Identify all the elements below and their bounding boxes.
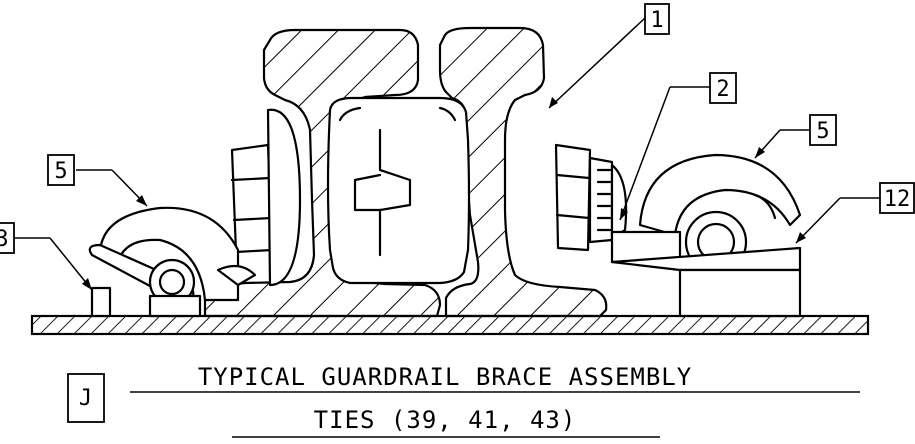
tie-base (30, 314, 870, 336)
callout-12-label: 12 (884, 187, 911, 212)
callout-12: 12 (795, 182, 915, 244)
callout-2: 2 (619, 72, 737, 221)
left-clip (88, 206, 257, 318)
title-line-1: TYPICAL GUARDRAIL BRACE ASSEMBLY (198, 363, 692, 391)
callout-1: 1 (548, 3, 670, 109)
detail-letter-box (67, 373, 105, 423)
callout-5-right-label: 5 (816, 119, 829, 144)
callout-1-label: 1 (650, 8, 663, 33)
callout-2-label: 2 (716, 77, 729, 102)
spacer-block (326, 96, 471, 285)
title-block: J TYPICAL GUARDRAIL BRACE ASSEMBLY TIES … (67, 363, 860, 438)
callout-5-left: 5 (47, 154, 148, 207)
right-wedge (610, 230, 802, 318)
callout-3: 3 (0, 222, 93, 291)
left-nut (230, 108, 302, 287)
callout-3-label: 3 (0, 227, 9, 252)
right-nut (554, 143, 628, 252)
callout-5-left-label: 5 (54, 159, 67, 184)
callout-5-right: 5 (754, 114, 837, 159)
detail-letter: J (79, 386, 93, 411)
title-line-2: TIES (39, 41, 43) (314, 406, 577, 434)
